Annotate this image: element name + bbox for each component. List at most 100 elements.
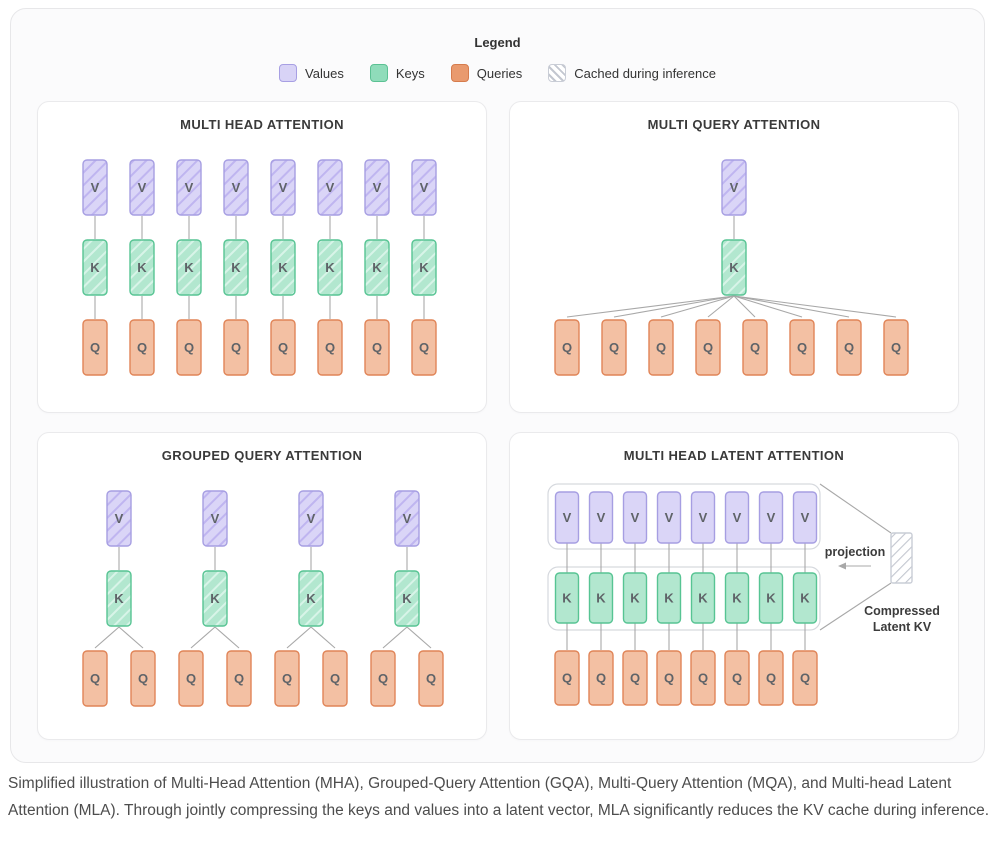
value-box-label: V	[138, 180, 147, 195]
query-box-label: Q	[184, 340, 194, 355]
query-box-label: Q	[186, 671, 196, 686]
query-box-label: Q	[325, 340, 335, 355]
query-box	[270, 319, 296, 376]
value-box	[106, 490, 132, 547]
connector-line	[819, 582, 892, 631]
connector-line	[382, 626, 408, 649]
panel-title: MULTI QUERY ATTENTION	[647, 117, 821, 132]
key-box	[622, 572, 648, 624]
key-box	[129, 239, 155, 296]
legend-item-keys: Keys	[369, 64, 425, 82]
key-box	[721, 239, 747, 296]
query-box	[695, 319, 721, 376]
query-box-label: Q	[372, 340, 382, 355]
value-box	[223, 159, 249, 216]
query-box	[178, 650, 204, 707]
key-box-label: K	[137, 260, 147, 275]
key-box-label: K	[800, 591, 810, 606]
key-box	[758, 572, 784, 624]
query-box-label: Q	[282, 671, 292, 686]
connector-line	[94, 626, 120, 649]
query-box	[364, 319, 390, 376]
connector-line	[733, 295, 850, 318]
value-box-label: V	[211, 511, 220, 526]
value-box-label: V	[665, 510, 674, 525]
connector-line	[190, 626, 216, 649]
value-box-label: V	[403, 511, 412, 526]
query-box	[656, 650, 682, 706]
connector-line	[310, 626, 336, 649]
query-box	[370, 650, 396, 707]
legend-item-cached: Cached during inference	[548, 64, 716, 82]
query-box-label: Q	[750, 340, 760, 355]
value-box	[758, 491, 784, 544]
key-box-label: K	[732, 591, 742, 606]
value-box	[129, 159, 155, 216]
legend-swatch-keys-icon	[369, 64, 388, 82]
key-box	[317, 239, 343, 296]
key-box-label: K	[278, 260, 288, 275]
connector-line	[286, 626, 312, 649]
query-box	[82, 650, 108, 707]
value-box-label: V	[232, 180, 241, 195]
query-box-label: Q	[419, 340, 429, 355]
key-box-label: K	[596, 591, 606, 606]
key-box-label: K	[630, 591, 640, 606]
query-box	[648, 319, 674, 376]
value-box-label: V	[420, 180, 429, 195]
query-box-label: Q	[596, 671, 606, 686]
query-box	[792, 650, 818, 706]
query-box	[622, 650, 648, 706]
key-box-label: K	[90, 260, 100, 275]
value-box-label: V	[115, 511, 124, 526]
query-box	[690, 650, 716, 706]
key-box-label: K	[664, 591, 674, 606]
key-box	[298, 570, 324, 627]
key-box	[656, 572, 682, 624]
connector-line	[707, 295, 735, 318]
key-box	[724, 572, 750, 624]
value-box-label: V	[767, 510, 776, 525]
query-box	[724, 650, 750, 706]
key-box	[364, 239, 390, 296]
query-box	[82, 319, 108, 376]
key-box-label: K	[766, 591, 776, 606]
query-box-label: Q	[664, 671, 674, 686]
query-box-label: Q	[137, 340, 147, 355]
key-box	[106, 570, 132, 627]
key-box-label: K	[325, 260, 335, 275]
key-box-label: K	[372, 260, 382, 275]
query-box	[317, 319, 343, 376]
value-box	[364, 159, 390, 216]
value-box	[792, 491, 818, 544]
value-box-label: V	[91, 180, 100, 195]
value-box-label: V	[563, 510, 572, 525]
query-box	[836, 319, 862, 376]
query-box	[322, 650, 348, 707]
value-box	[298, 490, 324, 547]
query-box	[554, 319, 580, 376]
query-box-label: Q	[630, 671, 640, 686]
query-box-label: Q	[656, 340, 666, 355]
query-box-label: Q	[891, 340, 901, 355]
value-box-label: V	[730, 180, 739, 195]
legend-item-label: Cached during inference	[574, 65, 716, 81]
value-box-label: V	[801, 510, 810, 525]
connector-line	[118, 626, 144, 649]
key-box-label: K	[562, 591, 572, 606]
legend-item-values: Values	[279, 64, 344, 82]
projection-label: projection	[825, 545, 885, 559]
mla-diagram: VKQVKQVKQVKQVKQVKQVKQVKQprojectionCompre…	[547, 483, 940, 706]
key-box	[792, 572, 818, 624]
figure-caption: Simplified illustration of Multi-Head At…	[8, 775, 990, 819]
query-box	[883, 319, 909, 376]
value-box-label: V	[185, 180, 194, 195]
query-box	[789, 319, 815, 376]
value-box-label: V	[373, 180, 382, 195]
query-box-label: Q	[698, 671, 708, 686]
